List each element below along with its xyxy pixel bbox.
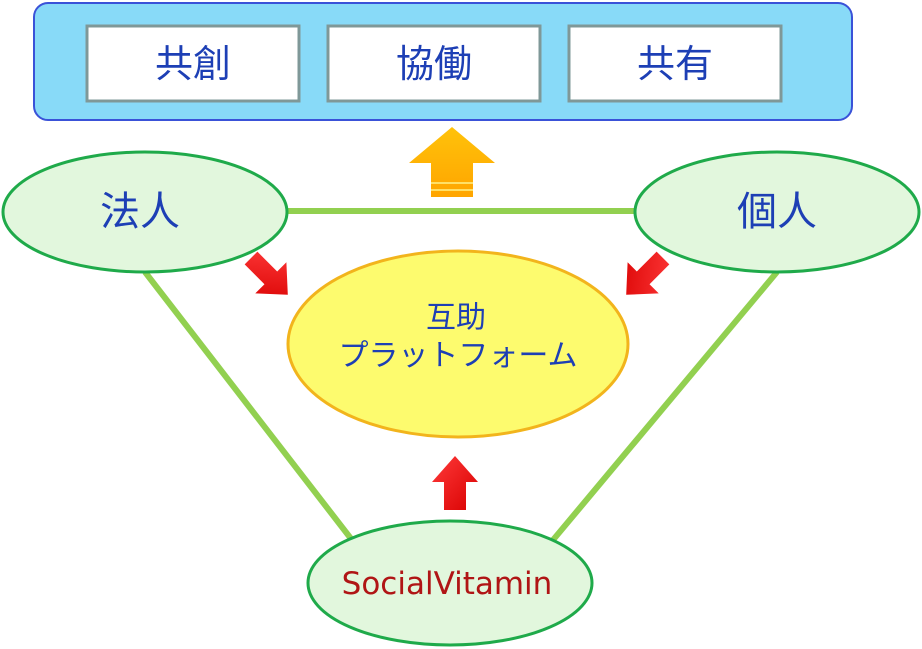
node-social-vitamin: SocialVitamin [306,519,594,647]
connector-corporation-socialvitamin [142,270,355,542]
box-cocreation-label: 共創 [155,42,231,86]
node-platform-line1: 互助 [426,301,486,336]
box-collaboration-label: 協働 [396,42,472,86]
node-individual: 個人 [633,150,921,274]
up-arrow-icon [409,127,495,197]
arrow-individual-to-platform-icon [626,251,670,295]
node-platform-line2: プラットフォーム [338,339,577,374]
arrow-corporation-to-platform-icon [244,251,288,295]
connector-individual-socialvitamin [550,270,780,542]
node-social-vitamin-label: SocialVitamin [342,566,553,602]
node-corporation-label: 法人 [100,189,180,235]
arrow-socialvitamin-to-platform-icon [432,456,478,510]
node-corporation: 法人 [1,150,289,274]
node-individual-label: 個人 [737,189,817,235]
node-platform: 互助 プラットフォーム [286,249,630,439]
box-cocreation: 共創 [85,24,301,103]
box-sharing-label: 共有 [637,42,713,86]
box-collaboration: 協働 [326,24,542,103]
box-sharing: 共有 [567,24,783,103]
